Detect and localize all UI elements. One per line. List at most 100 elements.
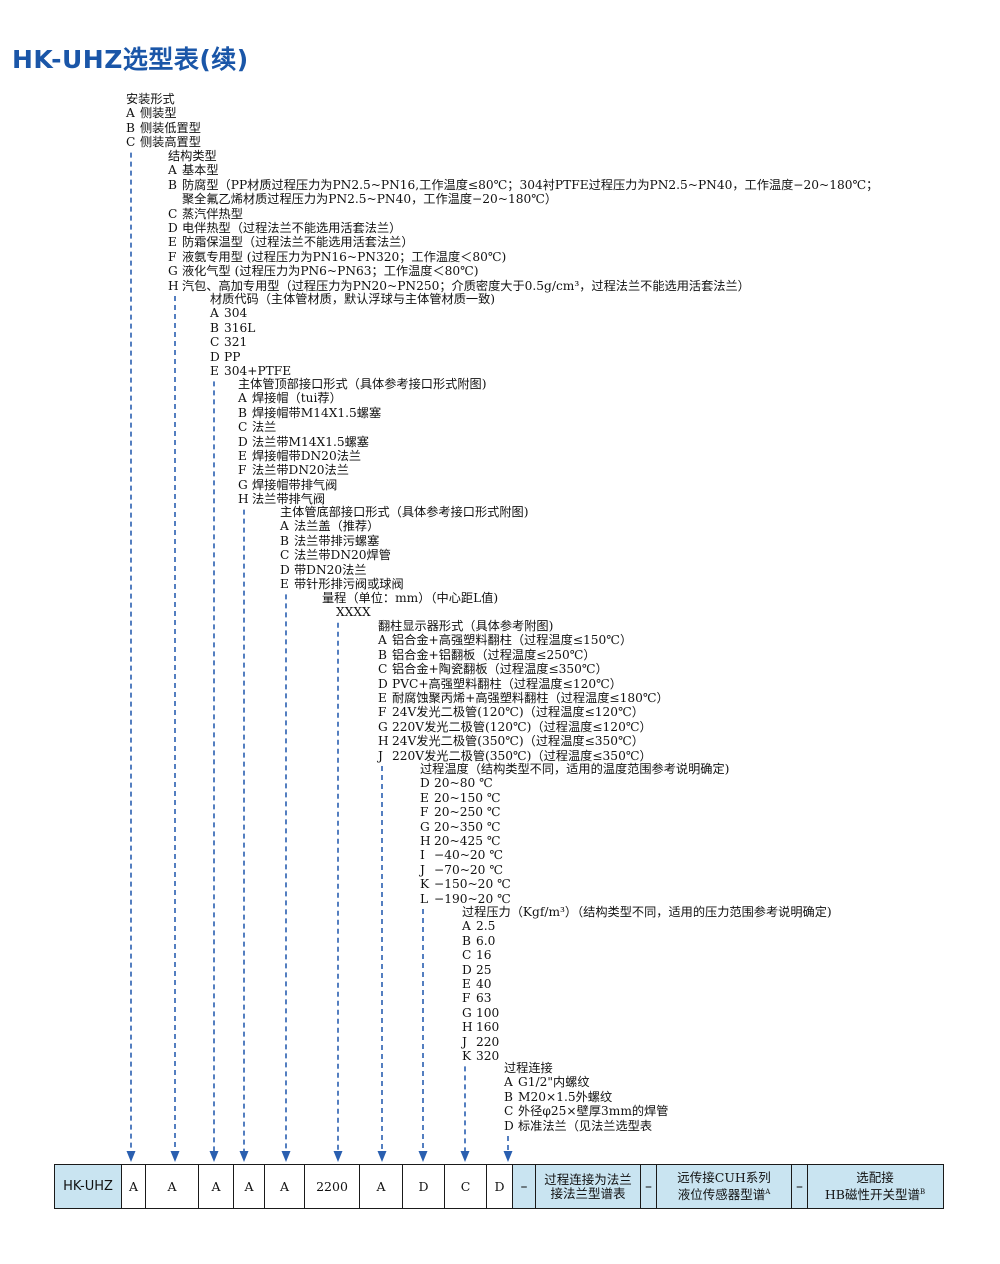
option-item: L−190~20 ℃ — [420, 892, 729, 906]
code-cell-temp: D — [403, 1165, 445, 1208]
option-desc: 蒸汽伴热型 — [182, 206, 243, 221]
option-desc: 24V发光二极管(120℃)（过程温度≤120℃） — [392, 705, 644, 720]
option-code: G — [462, 1005, 472, 1020]
section-header: 材质代码（主体管材质，默认浮球与主体管材质一致) — [210, 292, 496, 306]
arrow-head-icon — [460, 1151, 470, 1162]
code-cell-display: A — [360, 1165, 403, 1208]
option-desc: 防霜保温型（过程法兰不能选用活套法兰） — [182, 235, 414, 250]
option-code: A — [238, 391, 247, 406]
option-desc: XXXX — [336, 605, 371, 620]
arrow-head-icon — [126, 1151, 136, 1162]
code-cell-bottom: A — [265, 1165, 305, 1208]
option-code: A — [210, 306, 219, 321]
option-desc: G1/2"内螺纹 — [518, 1075, 590, 1090]
option-desc: 法兰带DN20法兰 — [252, 463, 349, 478]
option-desc: 带DN20法兰 — [294, 562, 367, 577]
option-desc: 焊接帽带排气阀 — [252, 477, 338, 492]
note-cell-flange: 过程连接为法兰 接法兰型谱表 — [536, 1165, 641, 1208]
option-code: D — [168, 220, 178, 235]
option-code: H — [238, 492, 249, 507]
model-cell: HK-UHZ — [55, 1165, 122, 1208]
option-code: C — [168, 206, 178, 221]
option-desc: 铝合金+铝翻板（过程温度≤250℃） — [392, 647, 596, 662]
option-code: B — [168, 177, 177, 192]
option-code: F — [378, 705, 387, 720]
option-desc: 220V发光二极管(120℃)（过程温度≤120℃） — [392, 719, 652, 734]
option-code: D — [238, 434, 248, 449]
option-item: C 321 — [210, 335, 495, 349]
option-code: E — [420, 790, 429, 805]
code-cell-connection: D — [487, 1165, 513, 1208]
note-remote-line1: 远传接CUH系列 — [677, 1169, 771, 1185]
option-desc: 220 — [476, 1034, 500, 1049]
option-code: E — [462, 976, 471, 991]
option-code: E — [378, 690, 387, 705]
option-item: E 焊接帽带DN20法兰 — [238, 449, 487, 463]
option-desc: 321 — [224, 335, 248, 350]
option-desc: 63 — [476, 991, 492, 1006]
option-desc: −70~20 ℃ — [434, 862, 503, 877]
option-desc: 焊接帽带DN20法兰 — [252, 448, 362, 463]
option-desc: 24V发光二极管(350℃)（过程温度≤350℃） — [392, 734, 644, 749]
option-desc: 20~80 ℃ — [434, 776, 493, 791]
arrow-head-icon — [377, 1151, 387, 1162]
option-code: A — [378, 633, 387, 648]
option-desc: 侧装型 — [140, 106, 177, 121]
option-code: C — [210, 335, 220, 350]
option-code: D — [420, 776, 430, 791]
arrow-head-icon — [209, 1151, 219, 1162]
option-desc: 侧装低置型 — [140, 120, 201, 135]
option-item: XXXX — [322, 605, 498, 619]
section-header: 结构类型 — [168, 149, 217, 163]
option-item: I−40~20 ℃ — [420, 848, 729, 862]
option-desc: 304 — [224, 306, 248, 321]
option-code: B — [504, 1089, 513, 1104]
arrow-head-icon — [418, 1151, 428, 1162]
arrow-head-icon — [281, 1151, 291, 1162]
dash-cell: – — [513, 1165, 536, 1208]
section-header: 过程温度（结构类型不同，适用的温度范围参考说明确定) — [420, 762, 730, 776]
option-code: C — [126, 135, 136, 150]
option-code: E — [280, 576, 289, 591]
code-cell-range: 2200 — [305, 1165, 360, 1208]
option-desc: M20×1.5外螺纹 — [518, 1089, 613, 1104]
option-code: E — [238, 448, 247, 463]
option-code: L — [420, 891, 429, 906]
option-desc: 20~350 ℃ — [434, 819, 501, 834]
option-code: J — [462, 1034, 467, 1049]
option-desc: 320 — [476, 1048, 500, 1063]
option-code: J — [378, 748, 383, 763]
option-code: E — [210, 363, 219, 378]
option-desc: 聚全氟乙烯材质过程压力为PN2.5~PN40，工作温度−20~180℃） — [182, 192, 558, 207]
option-desc: 316L — [224, 320, 256, 335]
dash-cell: – — [641, 1165, 657, 1208]
option-code: B — [280, 533, 289, 548]
option-desc: 法兰带排气阀 — [252, 492, 326, 507]
option-desc: −40~20 ℃ — [434, 848, 503, 863]
dash-cell: – — [792, 1165, 808, 1208]
